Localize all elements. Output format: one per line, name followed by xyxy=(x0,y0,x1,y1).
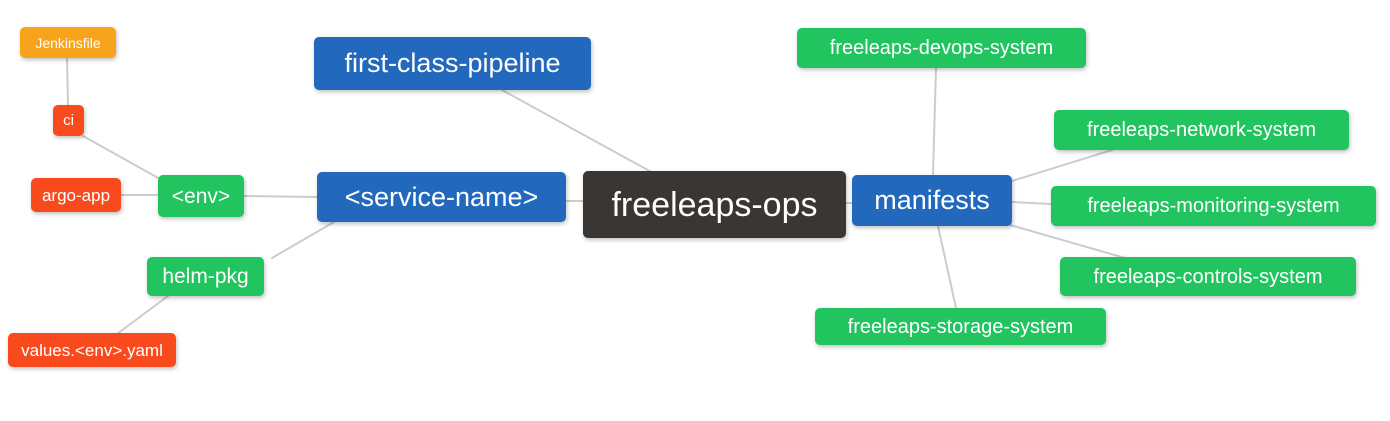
node-ci[interactable]: ci xyxy=(53,105,84,136)
edge-pipeline-freeleaps-ops xyxy=(501,89,656,175)
node-argo-app[interactable]: argo-app xyxy=(31,178,121,212)
node-manifests[interactable]: manifests xyxy=(852,175,1012,226)
node-freeleaps-network-system[interactable]: freeleaps-network-system xyxy=(1054,110,1349,150)
node-helm-pkg[interactable]: helm-pkg xyxy=(147,257,264,296)
edge-manifests-devops xyxy=(932,67,937,176)
edge-manifests-controls xyxy=(1009,224,1126,259)
edge-ci-env xyxy=(82,135,161,180)
edge-manifests-monitoring xyxy=(1011,201,1052,205)
edge-jenkinsfile-ci xyxy=(66,57,69,107)
node-env[interactable]: <env> xyxy=(158,175,244,217)
edge-manifests-storage xyxy=(937,225,957,309)
node-freeleaps-monitoring-system[interactable]: freeleaps-monitoring-system xyxy=(1051,186,1376,226)
node-service-name[interactable]: <service-name> xyxy=(317,172,566,222)
node-freeleaps-devops-system[interactable]: freeleaps-devops-system xyxy=(797,28,1086,68)
node-freeleaps-controls-system[interactable]: freeleaps-controls-system xyxy=(1060,257,1356,296)
node-freeleaps-storage-system[interactable]: freeleaps-storage-system xyxy=(815,308,1106,345)
edge-service-name-helm-pkg xyxy=(271,221,335,259)
node-values-env-yaml[interactable]: values.<env>.yaml xyxy=(8,333,176,367)
edge-helm-pkg-values xyxy=(116,295,169,335)
node-first-class-pipeline[interactable]: first-class-pipeline xyxy=(314,37,591,90)
edge-env-service-name xyxy=(243,195,318,198)
node-freeleaps-ops[interactable]: freeleaps-ops xyxy=(583,171,846,238)
edge-manifests-network xyxy=(1011,149,1113,182)
node-jenkinsfile[interactable]: Jenkinsfile xyxy=(20,27,116,58)
